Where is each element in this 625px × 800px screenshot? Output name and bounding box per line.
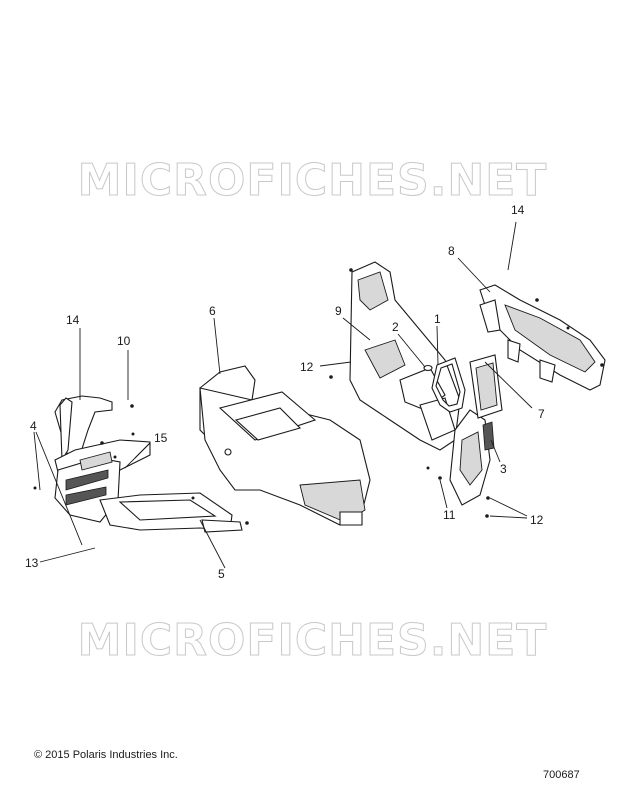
watermark-bottom: MICROFICHES.NET (77, 615, 548, 667)
instrument-bezel (469, 354, 503, 419)
callout-6: 6 (209, 304, 216, 318)
upper-dash-panel (479, 284, 606, 391)
callout-8: 8 (448, 244, 455, 258)
callout-4: 4 (30, 419, 37, 433)
callout-15: 15 (154, 431, 168, 445)
callout-9: 9 (335, 304, 342, 318)
drawing-number: 700687 (543, 769, 580, 781)
watermark-top: MICROFICHES.NET (77, 155, 548, 207)
leader-lines (33, 221, 533, 569)
callout-14-right: 14 (511, 203, 525, 217)
callout-11: 11 (443, 508, 456, 522)
callout-13: 13 (25, 556, 39, 570)
hood-panel (199, 365, 371, 526)
callout-numbers: 14 10 4 15 13 5 6 9 2 1 12 8 14 7 3 11 1… (25, 203, 545, 581)
callout-12-right: 12 (530, 513, 544, 527)
callout-7: 7 (538, 407, 545, 421)
callout-14-left: 14 (66, 313, 80, 327)
front-bumper-assembly (33, 395, 249, 533)
copyright-notice: © 2015 Polaris Industries Inc. (34, 749, 178, 761)
vent-grille-part (482, 421, 495, 451)
callout-12-left: 12 (300, 360, 314, 374)
callout-1: 1 (434, 312, 441, 326)
callout-5: 5 (218, 567, 225, 581)
callout-3: 3 (500, 462, 507, 476)
callout-10: 10 (117, 334, 131, 348)
callout-2: 2 (392, 320, 399, 334)
seal-ring-part (431, 357, 466, 413)
